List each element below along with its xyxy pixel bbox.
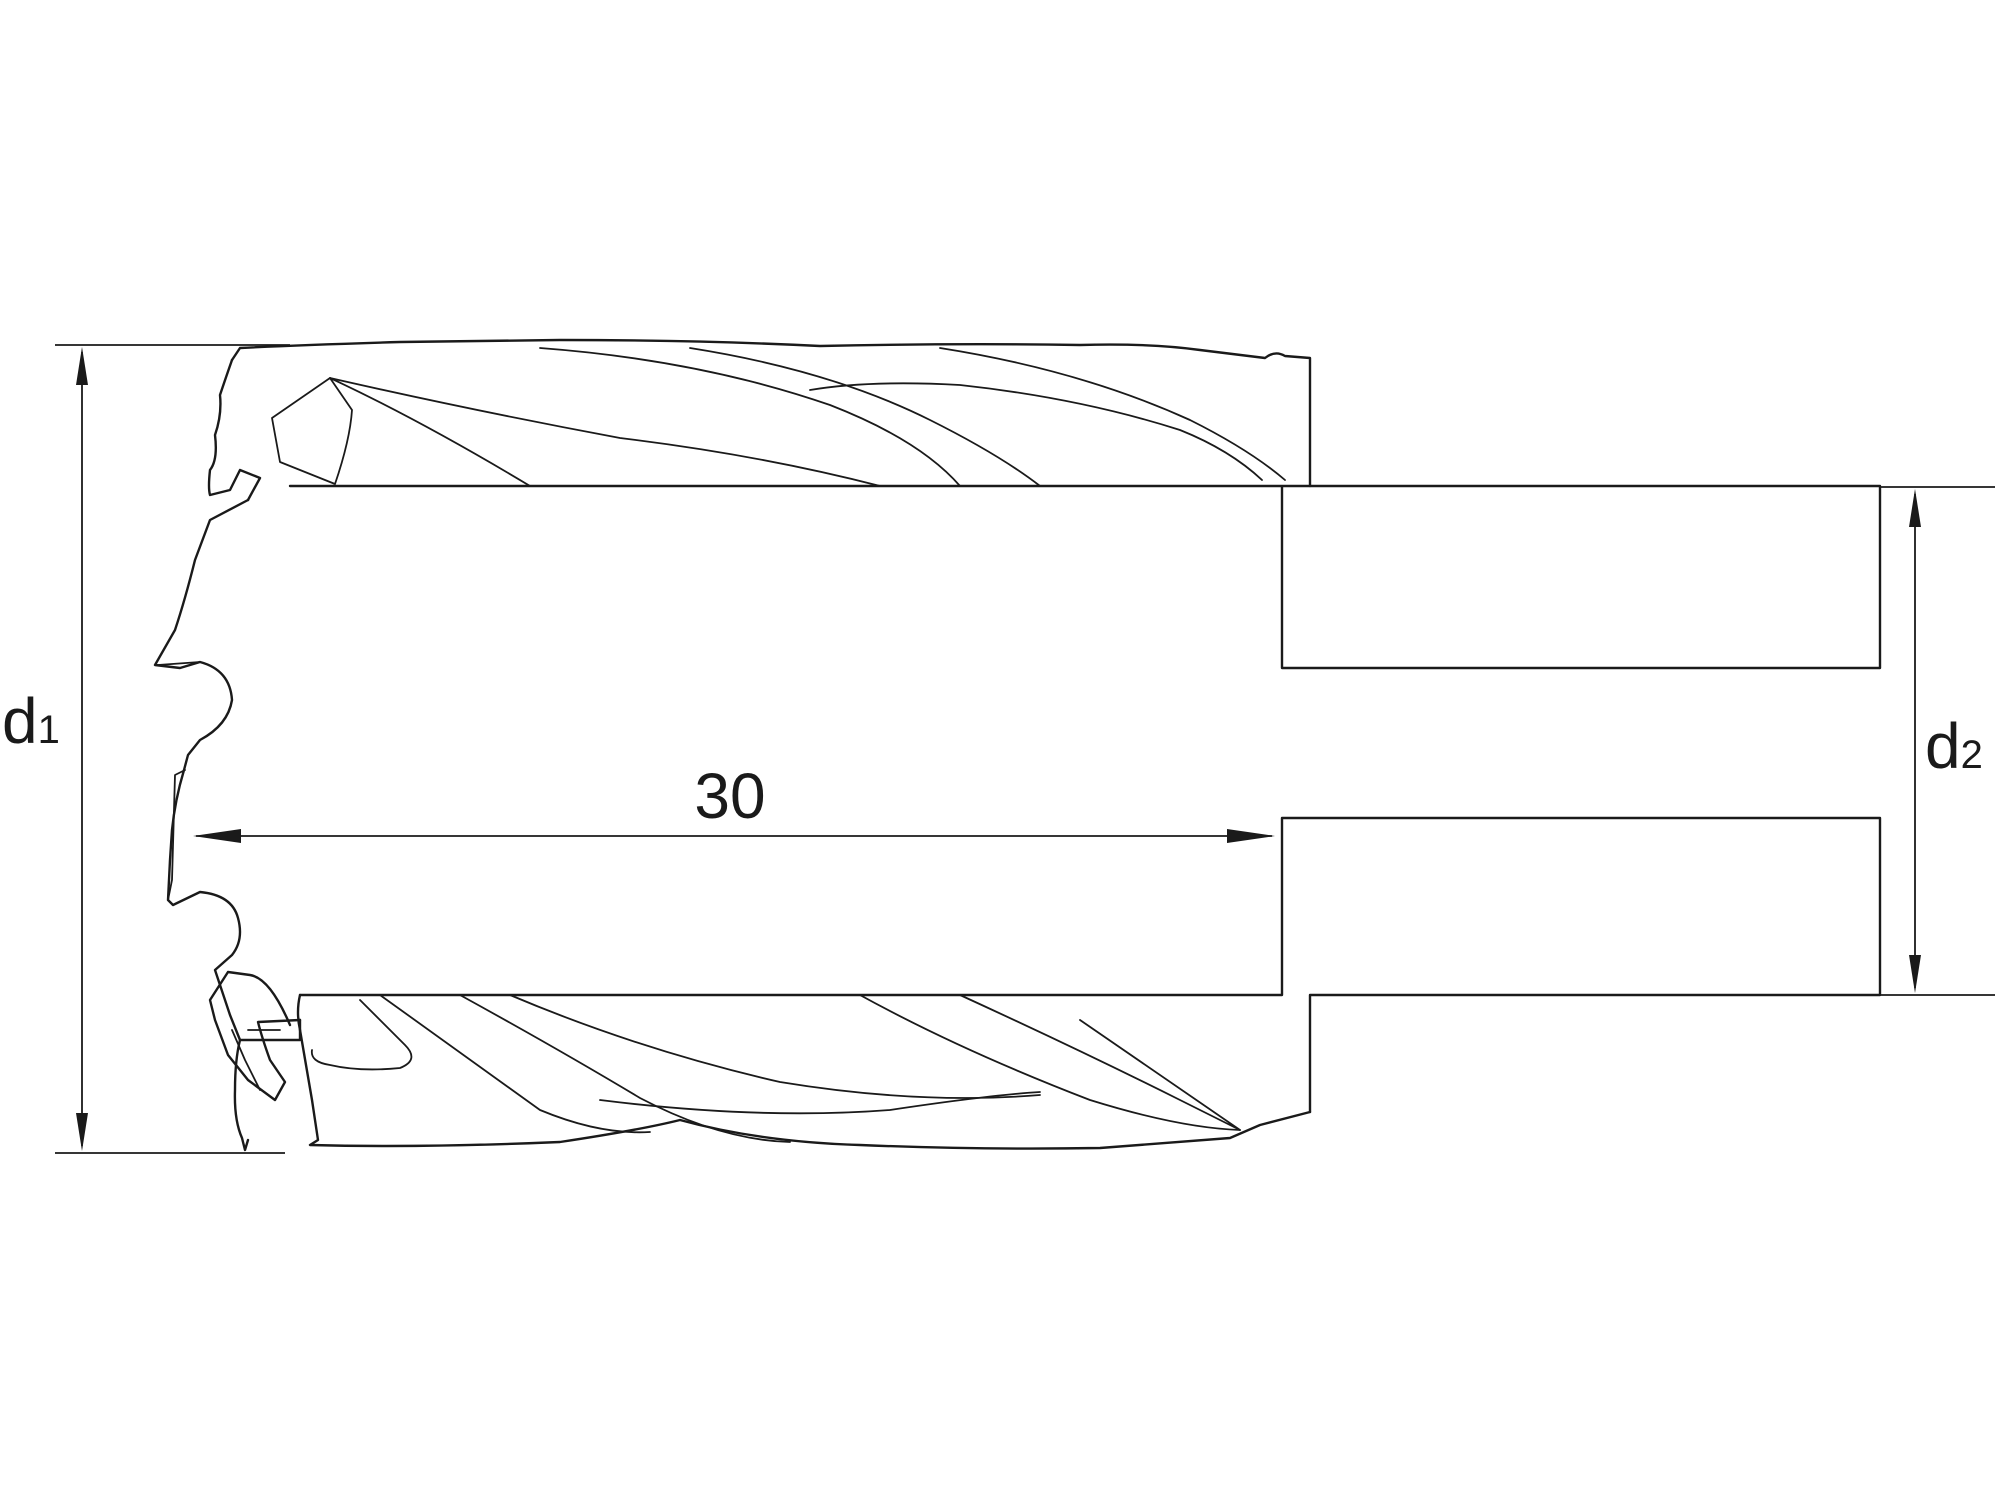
cutter-left-tooth-face xyxy=(153,498,250,1042)
d1-symbol: d xyxy=(2,685,38,757)
cutter-left-tooth-inner xyxy=(157,661,201,901)
flute-top-5 xyxy=(939,347,1286,481)
dimension-cutting-depth: 30 xyxy=(193,760,1275,843)
d1-arrow-top xyxy=(76,347,88,385)
d1-arrow-bottom xyxy=(76,1113,88,1151)
dimension-d1: d1 xyxy=(2,344,290,1154)
flute-bottom-3 xyxy=(509,994,1041,1099)
flute-top-1 xyxy=(329,377,531,487)
cutter-bottom-contour xyxy=(296,993,1312,1150)
d2-arrow-bottom xyxy=(1909,955,1921,993)
flute-bottom-6 xyxy=(959,994,1241,1131)
flute-top-3 xyxy=(689,347,1041,487)
flute-top-6 xyxy=(329,377,881,487)
flute-bottom-5 xyxy=(859,994,1241,1131)
flute-top-2 xyxy=(539,347,961,487)
d1-subscript: 1 xyxy=(38,708,60,752)
d2-arrow-top xyxy=(1909,489,1921,527)
top-tooth-facet xyxy=(271,377,353,485)
cutter-bottom-bore-line xyxy=(298,816,1882,1114)
cutter-top-bore-line xyxy=(288,484,1882,670)
svg-text:d2: d2 xyxy=(1925,710,1983,782)
depth-arrow-right xyxy=(1227,829,1275,843)
bottom-chip-curl xyxy=(310,999,413,1071)
cutter-top-left-edge xyxy=(207,358,262,502)
svg-text:d1: d1 xyxy=(2,685,60,757)
d2-symbol: d xyxy=(1925,710,1961,782)
depth-value-label: 30 xyxy=(694,760,765,832)
depth-arrow-left xyxy=(193,829,241,843)
flute-bottom-4 xyxy=(599,1091,1041,1115)
d2-subscript: 2 xyxy=(1961,733,1983,777)
bottom-tooth-facet xyxy=(231,1029,281,1091)
flute-bottom-2 xyxy=(459,994,791,1143)
flute-bottom-1 xyxy=(379,994,651,1134)
bottom-left-tooth xyxy=(208,970,302,1102)
dimension-d2: d2 xyxy=(1880,486,1995,996)
flute-top-4 xyxy=(809,382,1263,481)
cutter-body xyxy=(153,338,1882,1152)
